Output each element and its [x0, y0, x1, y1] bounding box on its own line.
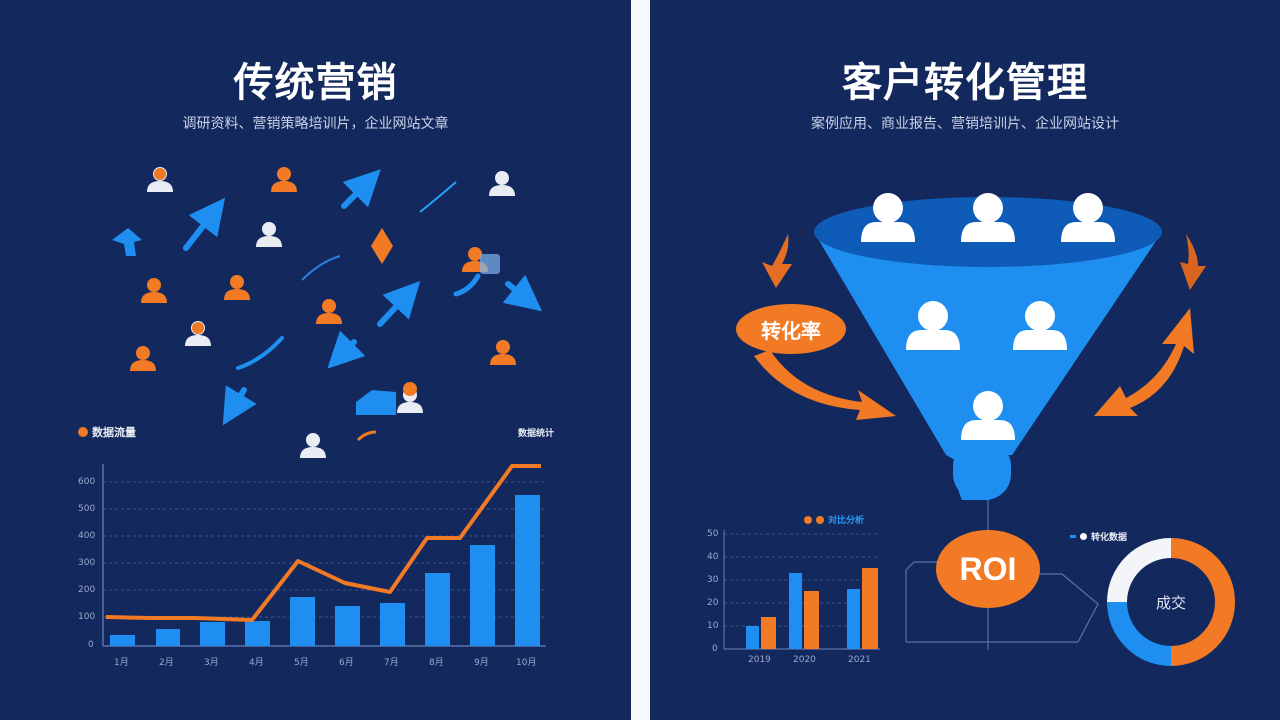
x-tick: 10月	[516, 658, 537, 668]
right-subtitle: 案例应用、商业报告、营销培训片、企业网站设计	[811, 116, 1119, 132]
double-arrow-icon	[1094, 308, 1194, 416]
y-tick: 0	[712, 644, 718, 654]
diamond-icon	[371, 228, 393, 264]
y-tick: 40	[707, 552, 719, 562]
donut-slice-white	[1107, 538, 1171, 602]
panel-divider	[631, 0, 650, 720]
x-tick: 2020	[793, 655, 816, 665]
x-tick: 4月	[249, 658, 264, 668]
x-tick: 5月	[294, 658, 309, 668]
x-tick: 7月	[384, 658, 399, 668]
left-title: 传统营销	[233, 60, 398, 106]
y-tick: 20	[707, 598, 719, 608]
y-tick: 100	[78, 612, 96, 622]
legend-dot-icon	[78, 427, 88, 437]
x-tick: 3月	[204, 658, 219, 668]
traffic-bar-line-chart	[102, 464, 546, 647]
x-tick: 1月	[114, 658, 129, 668]
curved-arrow-icon	[754, 350, 896, 420]
y-tick: 200	[78, 585, 96, 595]
conversion-funnel-illustration	[754, 193, 1206, 650]
x-tick: 8月	[429, 658, 444, 668]
y-tick: 10	[707, 621, 719, 631]
scattered-users-illustration	[112, 167, 543, 458]
legend-dot-icon	[1080, 533, 1087, 540]
traditional-marketing-panel: 传统营销 调研资料、营销策略培训片，企业网站文章	[0, 0, 631, 720]
left-subtitle: 调研资料、营销策略培训片，企业网站文章	[182, 116, 449, 132]
arrow-down-icon	[1180, 234, 1206, 290]
conversion-donut-chart	[1107, 538, 1235, 666]
x-tick: 9月	[474, 658, 489, 668]
bar-series	[110, 495, 540, 646]
legend-line-icon	[1070, 535, 1076, 538]
bar-chart-legend: 对比分析	[804, 513, 864, 526]
customer-conversion-panel: 客户转化管理 案例应用、商业报告、营销培训片、企业网站设计	[650, 0, 1280, 720]
cloud-icon	[356, 390, 396, 415]
arrow-icon	[222, 385, 257, 426]
arrow-icon	[183, 197, 226, 251]
left-chart-legend-right: 数据统计	[518, 429, 555, 439]
arrow-icon	[327, 330, 366, 369]
left-chart-legend: 数据流量	[78, 424, 136, 440]
roi-badge: ROI	[936, 530, 1040, 608]
donut-slice-blue	[1107, 602, 1171, 666]
comparison-bar-chart	[723, 530, 880, 650]
line-series	[105, 464, 541, 622]
arrow-down-icon	[762, 234, 792, 288]
conversion-rate-badge: 转化率	[736, 304, 846, 354]
arrow-icon	[377, 280, 421, 327]
right-title: 客户转化管理	[842, 60, 1088, 106]
legend-dot-icon	[816, 515, 824, 524]
y-tick: 50	[707, 529, 719, 539]
bar-series-blue	[746, 573, 860, 649]
y-tick: 0	[88, 640, 94, 650]
y-tick: 30	[707, 575, 719, 585]
y-tick: 400	[78, 531, 96, 541]
y-tick: 600	[78, 477, 96, 487]
x-tick: 6月	[339, 658, 354, 668]
legend-dot-icon	[804, 515, 812, 524]
x-tick: 2019	[748, 655, 771, 665]
donut-legend: 转化数据	[1070, 530, 1127, 543]
x-tick: 2月	[159, 658, 174, 668]
bar-series-orange	[761, 568, 878, 649]
arrow-icon	[112, 228, 142, 256]
arrow-icon	[502, 274, 543, 312]
donut-center-label: 成交	[1155, 594, 1186, 612]
y-tick: 300	[78, 558, 96, 568]
arrow-icon	[341, 169, 381, 209]
donut-slice-orange	[1171, 538, 1235, 666]
x-tick: 2021	[848, 655, 871, 665]
y-tick: 500	[78, 504, 96, 514]
